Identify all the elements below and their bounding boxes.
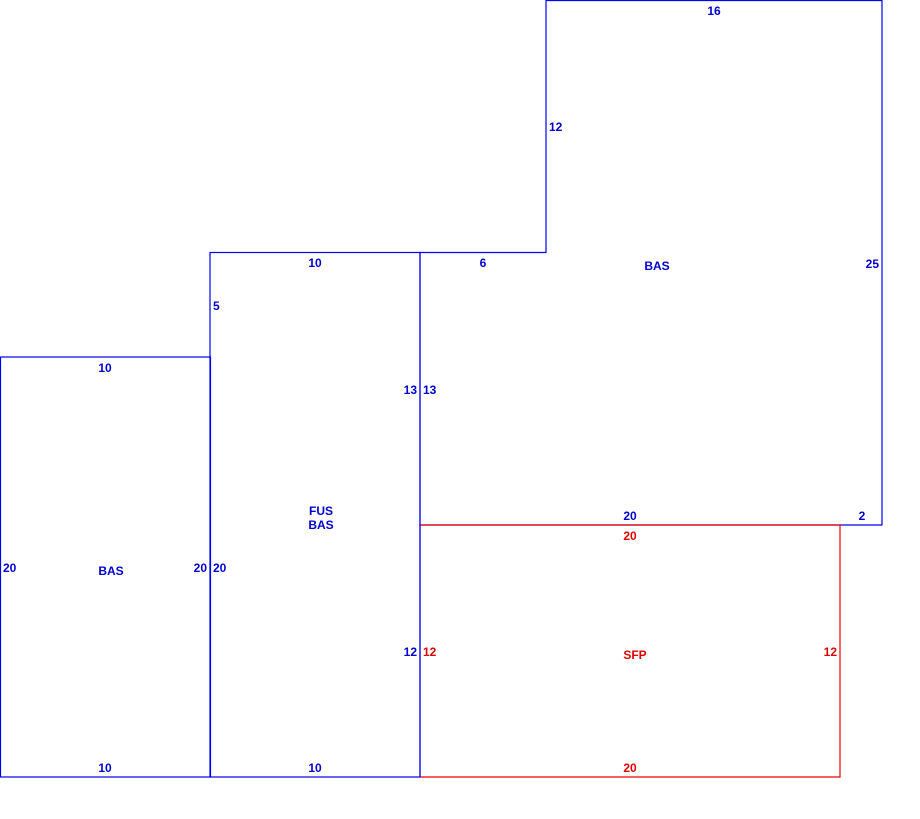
dim-left-right: 20	[194, 561, 208, 575]
dim-porch-top: 20	[623, 529, 637, 543]
dim-mid-bottom: 10	[308, 761, 322, 775]
dim-left-bottom: 10	[98, 761, 112, 775]
dim-left-left: 20	[3, 561, 17, 575]
dim-porch-left: 12	[423, 645, 437, 659]
middle-area-code-bas: BAS	[308, 518, 333, 532]
dim-porch-right: 12	[824, 645, 838, 659]
dim-right-step-left: 12	[549, 120, 563, 134]
dim-right-top: 16	[707, 4, 721, 18]
dim-right-left: 13	[423, 383, 437, 397]
dim-porch-bottom: 20	[623, 761, 637, 775]
porch-area-code: SFP	[623, 648, 646, 662]
dim-mid-top: 10	[308, 256, 322, 270]
left-area-code: BAS	[98, 564, 123, 578]
dim-right-right: 25	[866, 257, 880, 271]
middle-area-code-fus: FUS	[309, 504, 333, 518]
sfp-porch-outline	[420, 524, 841, 778]
dim-mid-right-lower: 12	[404, 645, 418, 659]
dim-mid-left-lower: 20	[213, 561, 227, 575]
dim-right-bottom-end: 2	[859, 509, 866, 523]
dim-right-bottom: 20	[623, 509, 637, 523]
right-area-code: BAS	[644, 259, 669, 273]
dim-right-step-top: 6	[480, 256, 487, 270]
dim-left-top: 10	[98, 361, 112, 375]
dim-mid-left-upper: 5	[213, 299, 220, 313]
dim-mid-right-upper: 13	[404, 383, 418, 397]
